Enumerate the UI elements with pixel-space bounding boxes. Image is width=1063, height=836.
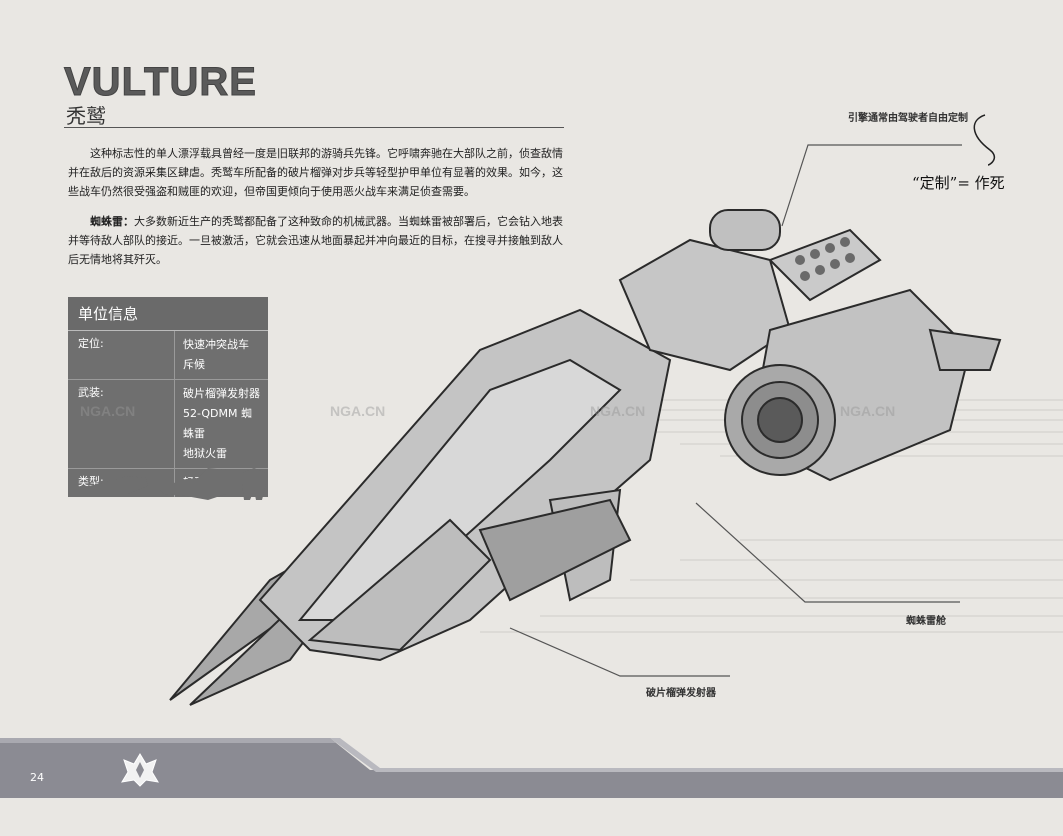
unit-info-panel: 单位信息 定位: 快速冲突战车 斥候 武装: 破片榴弹发射器 52-QDMM 蜘…: [68, 297, 268, 497]
info-value: 斥候: [183, 358, 205, 371]
spider-mine-paragraph: 蜘蛛雷：大多数新近生产的秃鹫都配备了这种致命的机械武器。当蜘蛛雷被部署后，它会钻…: [68, 212, 568, 269]
page-subtitle: 秃鹫: [66, 104, 106, 128]
handwritten-arrow-icon: [973, 114, 996, 166]
unit-info-heading: 单位信息: [68, 297, 268, 331]
watermark-text: NGA.CN: [840, 403, 896, 419]
callout-launcher: 破片榴弹发射器: [646, 688, 716, 699]
title-divider: [64, 127, 564, 128]
info-value: 破片榴弹发射器: [183, 387, 260, 400]
vulture-illustration: [169, 209, 1002, 706]
footer-band: [0, 738, 1063, 798]
handwritten-note: “定制”= 作死: [912, 174, 1005, 192]
info-value: 快速冲突战车: [183, 338, 249, 351]
terran-logo-icon: [121, 753, 159, 787]
info-row-role: 定位: 快速冲突战车 斥候: [68, 331, 268, 380]
info-key: 定位:: [68, 331, 175, 379]
info-value: 52-QDMM 蜘蛛雷: [183, 407, 252, 440]
watermark-text: NGA.CN: [330, 403, 386, 419]
spider-mine-term: 蜘蛛雷：: [90, 215, 134, 228]
info-value: 地狱火雷: [183, 447, 227, 460]
vulture-silhouette-icon: [68, 476, 148, 494]
callout-engine: 引擎通常由驾驶者自由定制: [848, 113, 968, 124]
description-paragraph: 这种标志性的单人漂浮载具曾经一度是旧联邦的游骑兵先锋。它呼啸奔驰在大部队之前，侦…: [68, 144, 568, 201]
marine-silhouette-icon: [242, 468, 266, 500]
page-title: VULTURE: [64, 60, 257, 105]
size-comparison-silhouettes: [68, 468, 266, 500]
description-text: 这种标志性的单人漂浮载具曾经一度是旧联邦的游骑兵先锋。它呼啸奔驰在大部队之前，侦…: [68, 147, 563, 198]
spider-mine-text: 大多数新近生产的秃鹫都配备了这种致命的机械武器。当蜘蛛雷被部署后，它会钻入地表并…: [68, 215, 563, 266]
info-key: 武装:: [68, 380, 175, 468]
watermark-text: NGA.CN: [80, 403, 136, 419]
info-row-armament: 武装: 破片榴弹发射器 52-QDMM 蜘蛛雷 地狱火雷: [68, 380, 268, 469]
watermark-text: NGA.CN: [590, 403, 646, 419]
tank-silhouette-icon: [160, 468, 226, 500]
page-number: 24: [30, 771, 44, 784]
callout-mine-bay: 蜘蛛雷舱: [906, 616, 946, 627]
